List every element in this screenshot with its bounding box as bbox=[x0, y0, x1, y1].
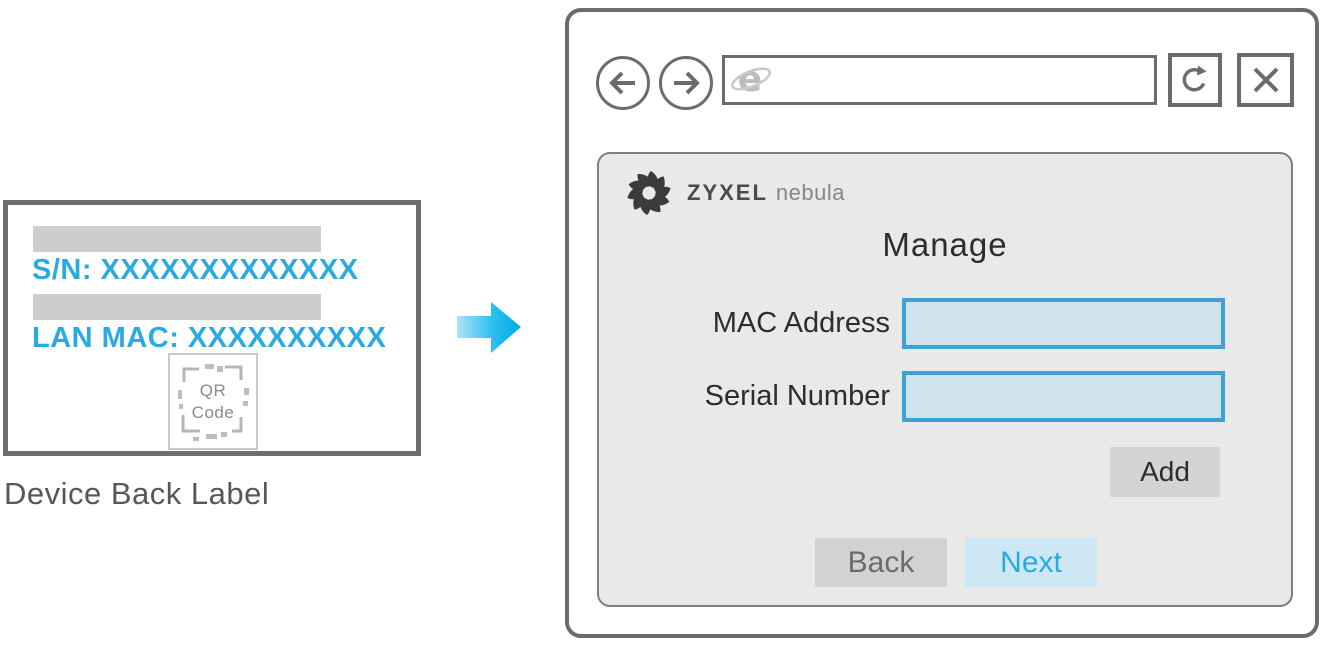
internet-explorer-icon: e bbox=[730, 59, 772, 100]
browser-forward-button[interactable] bbox=[659, 56, 713, 110]
qr-code-placeholder-icon bbox=[178, 364, 249, 441]
browser-address-bar[interactable]: e bbox=[722, 55, 1157, 105]
redacted-text-bar bbox=[33, 294, 321, 320]
back-arrow-icon bbox=[609, 71, 635, 95]
browser-refresh-button[interactable] bbox=[1168, 53, 1222, 107]
mac-address-row: MAC Address bbox=[599, 298, 1291, 349]
close-icon bbox=[1253, 67, 1278, 93]
device-back-label: S/N: XXXXXXXXXXXXX LAN MAC: XXXXXXXXXX bbox=[3, 200, 421, 456]
qr-code-placeholder: QR Code bbox=[168, 353, 258, 450]
browser-window: e bbox=[565, 8, 1319, 638]
forward-arrow-icon bbox=[674, 71, 700, 95]
serial-number-input[interactable] bbox=[902, 371, 1225, 422]
back-button[interactable]: Back bbox=[815, 538, 947, 587]
qr-code-label: QR Code bbox=[191, 381, 235, 422]
device-back-label-caption: Device Back Label bbox=[4, 476, 270, 511]
serial-number-row: Serial Number bbox=[599, 371, 1291, 422]
zyxel-pinwheel-icon bbox=[625, 169, 673, 217]
svg-text:e: e bbox=[738, 59, 762, 100]
serial-number-label: Serial Number bbox=[704, 380, 890, 412]
browser-close-button[interactable] bbox=[1237, 53, 1294, 107]
lan-mac-text: LAN MAC: XXXXXXXXXX bbox=[32, 322, 387, 354]
next-button[interactable]: Next bbox=[965, 538, 1097, 587]
right-arrow-icon bbox=[457, 302, 521, 353]
mac-address-label: MAC Address bbox=[712, 307, 890, 339]
browser-back-button[interactable] bbox=[596, 56, 650, 110]
zyxel-nebula-logo: ZYXEL nebula bbox=[624, 168, 845, 218]
page-title: Manage bbox=[882, 226, 1008, 263]
mac-address-input[interactable] bbox=[902, 298, 1225, 349]
refresh-icon bbox=[1182, 65, 1207, 92]
add-button[interactable]: Add bbox=[1110, 447, 1220, 497]
serial-number-text: S/N: XXXXXXXXXXXXX bbox=[32, 254, 359, 286]
product-name: nebula bbox=[775, 180, 845, 205]
nebula-manage-panel: ZYXEL nebula Manage MAC Address Serial N… bbox=[597, 152, 1293, 607]
redacted-text-bar bbox=[33, 226, 321, 252]
brand-name: ZYXEL bbox=[687, 180, 768, 205]
address-input[interactable] bbox=[772, 58, 1154, 102]
